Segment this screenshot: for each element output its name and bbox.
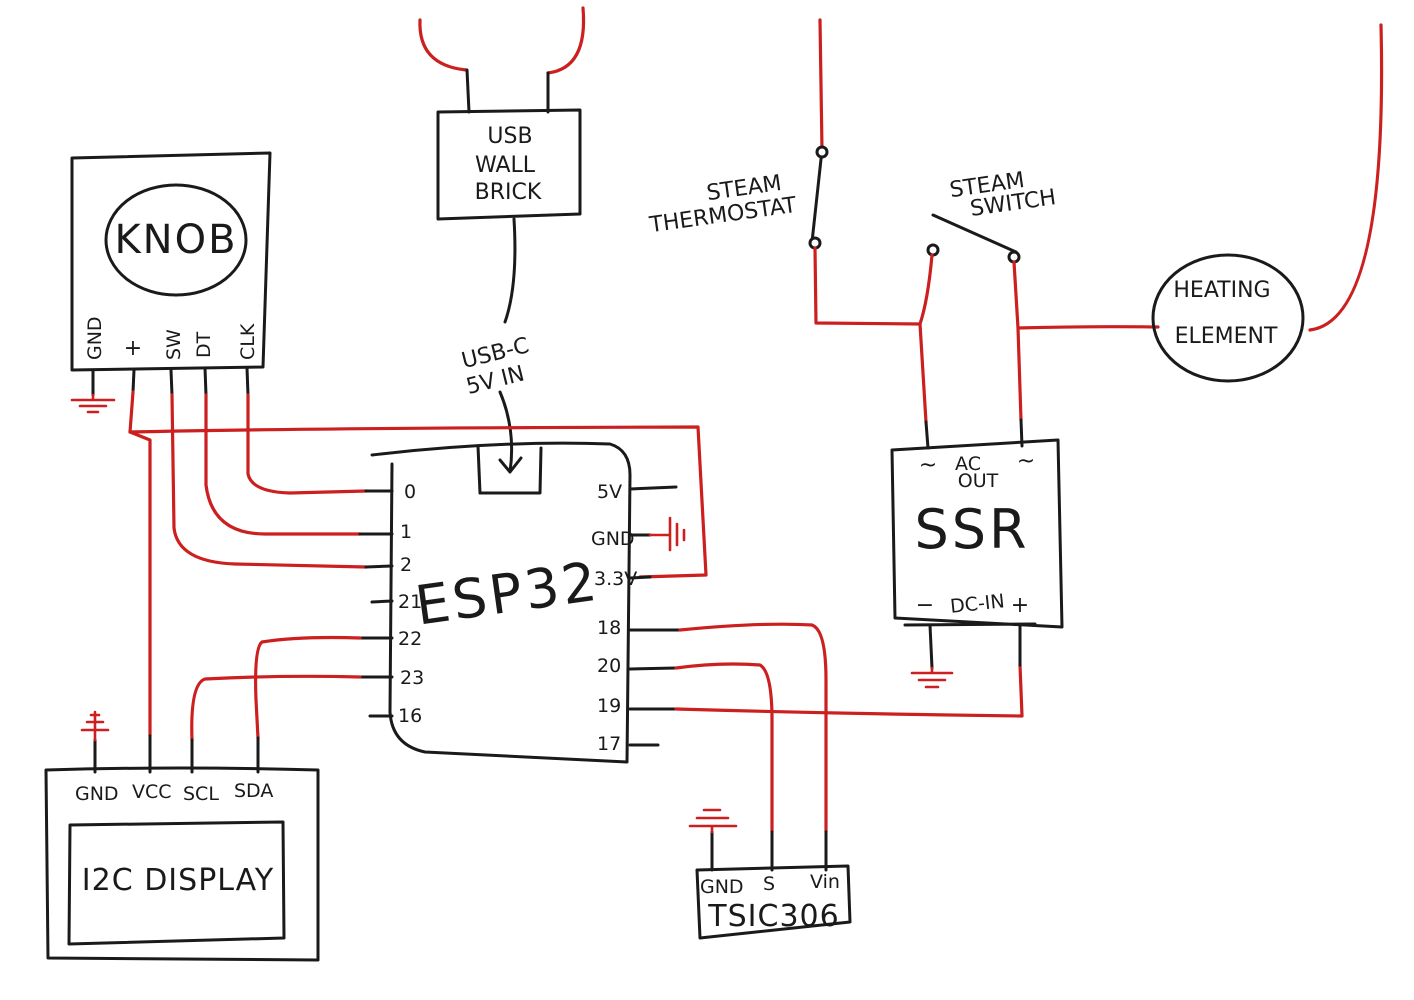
usb-brick-title-2: WALL [475, 153, 536, 178]
esp32-pin-0: 0 [404, 481, 416, 503]
heating-element-label-1: HEATING [1173, 278, 1270, 303]
esp32-title: ESP32 [412, 549, 604, 637]
ssr-relay: ~ AC OUT ~ SSR − DC-IN + [890, 418, 1064, 670]
tsic-pin-gnd: GND [700, 876, 744, 898]
knob-module: KNOB GND + SW DT CLK [70, 151, 272, 372]
esp32-ground-symbol [648, 516, 686, 552]
esp32-pin-2: 2 [400, 554, 412, 576]
esp32-pin-gnd: GND [591, 528, 635, 550]
wire-gpio18-tsic-vin [678, 622, 828, 834]
wire-knob-clk-gpio0 [246, 393, 368, 495]
steam-thermostat: STEAM THERMOSTAT [647, 145, 829, 250]
wire-gpio22-sda [254, 635, 362, 740]
esp32-pin-23: 23 [400, 667, 424, 689]
ssr-dc-minus: − [916, 593, 934, 618]
heating-element: HEATING ELEMENT [1151, 253, 1305, 383]
knob-ground-symbol [70, 393, 116, 414]
ssr-dc-in-label: DC-IN [949, 590, 1006, 618]
esp32-pin-19: 19 [597, 695, 621, 717]
wire-to-ssr-ac1 [918, 322, 928, 424]
esp32-board: ESP32 0 1 2 21 22 23 16 5V GND 3.3V 18 2… [358, 441, 682, 764]
knob-pin-plus: + [124, 336, 142, 361]
usb-c-port [476, 444, 543, 495]
wire-switch-heater [1012, 260, 1160, 330]
knob-pin-gnd: GND [84, 316, 106, 360]
display-pin-gnd: GND [75, 783, 119, 805]
tsic-pin-vin: Vin [810, 871, 840, 893]
wire-vcc-display [128, 430, 152, 738]
usb-brick-mains-cord [418, 6, 586, 75]
usb-brick-title-3: BRICK [475, 180, 542, 205]
tsic-title: TSIC306 [707, 899, 839, 934]
usb-c-cable [503, 217, 517, 324]
i2c-display-title: I2C DISPLAY [82, 863, 274, 898]
ssr-ground-symbol [910, 666, 954, 689]
ssr-ac-label-2: OUT [958, 470, 999, 492]
esp32-pin-17: 17 [597, 733, 621, 755]
wire-thermostat-switch [813, 246, 934, 326]
knob-pin-sw: SW [163, 329, 185, 360]
wire-gpio23-scl [190, 674, 362, 742]
i2c-display-module: GND VCC SCL SDA I2C DISPLAY [44, 734, 320, 962]
ssr-title: SSR [914, 498, 1029, 561]
esp32-pin-16: 16 [398, 705, 422, 727]
esp32-pin-22: 22 [398, 628, 422, 650]
steam-switch: STEAM SWITCH [926, 168, 1058, 264]
ssr-ac-tilde-right: ~ [1017, 449, 1035, 474]
display-ground-symbol [80, 710, 110, 742]
ssr-ac-tilde-left: ~ [919, 453, 937, 478]
display-pin-vcc: VCC [132, 781, 172, 803]
esp32-pin-1: 1 [400, 521, 412, 543]
ssr-ac-label-1: AC [955, 453, 981, 475]
knob-circle [104, 183, 248, 297]
esp32-pin-5v: 5V [597, 481, 622, 503]
usb-c-arrow [498, 390, 523, 474]
knob-pin-dt: DT [193, 331, 215, 358]
wire-gpio19-ssr [674, 663, 1024, 718]
mains-line-left [818, 18, 824, 152]
knob-pin-leads [91, 366, 250, 397]
usb-wall-brick: USB WALL BRICK [436, 68, 582, 221]
ssr-dc-plus: + [1011, 593, 1029, 618]
heating-element-label-2: ELEMENT [1175, 324, 1278, 349]
wire-to-ssr-ac2 [1016, 326, 1023, 422]
tsic-pin-s: S [763, 873, 775, 895]
wire-knob-dt-gpio1 [204, 393, 362, 536]
knob-pin-clk: CLK [237, 323, 259, 360]
knob-title: KNOB [114, 217, 237, 263]
wire-gpio20-tsic-s [674, 662, 774, 834]
wire-knob-sw-gpio2 [170, 393, 368, 569]
display-pin-scl: SCL [183, 783, 219, 805]
esp32-pin-21: 21 [398, 591, 422, 613]
esp32-pin-20: 20 [597, 655, 621, 677]
usb-brick-title-1: USB [487, 124, 532, 149]
esp32-pin-18: 18 [597, 617, 621, 639]
display-pin-sda: SDA [234, 780, 273, 802]
esp32-pin-3v3: 3.3V [594, 568, 637, 590]
tsic306-sensor: GND S Vin TSIC306 [695, 830, 852, 940]
mains-line-right [1308, 23, 1384, 332]
tsic-ground-symbol [688, 808, 738, 834]
